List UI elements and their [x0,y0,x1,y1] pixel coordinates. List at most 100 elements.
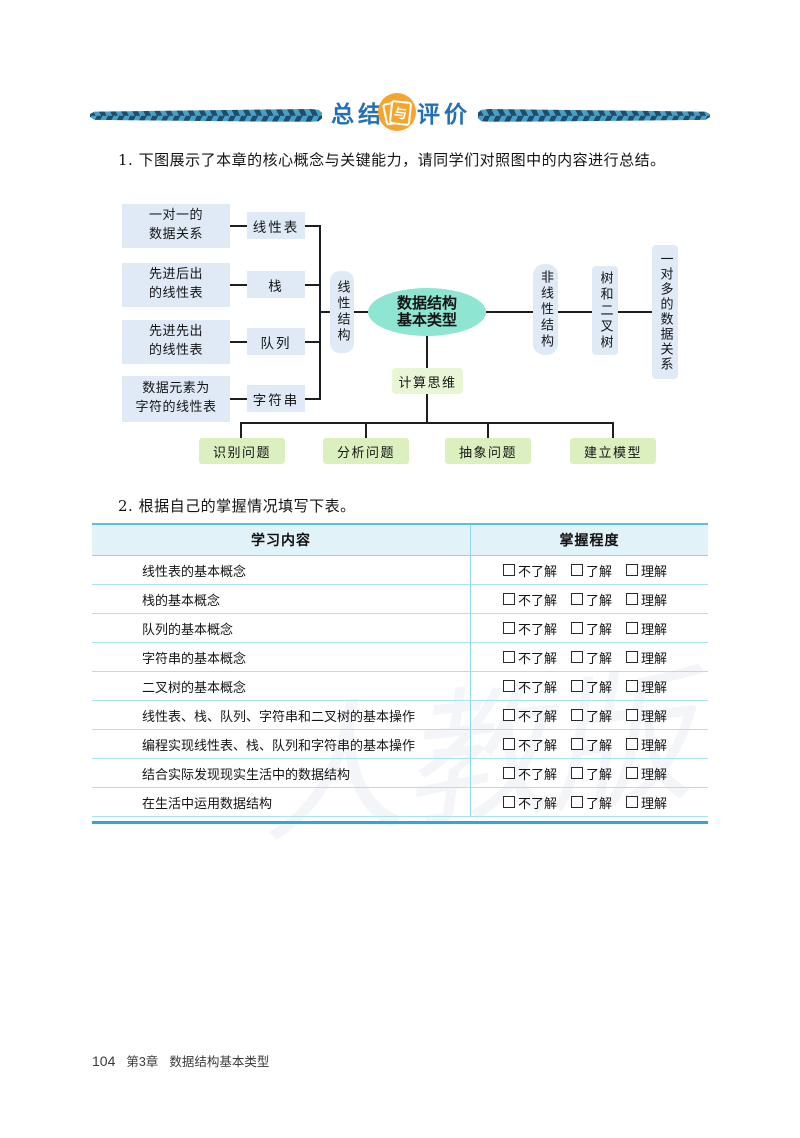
checkbox-option[interactable]: 了解 [571,590,612,609]
chapter-label: 第3章 [126,1055,159,1069]
connector-line [487,422,489,438]
page-number: 104 [92,1053,116,1069]
checkbox-option[interactable]: 了解 [571,706,612,725]
checkbox-icon[interactable] [571,680,584,692]
checkbox-icon[interactable] [571,709,584,721]
checkbox-option[interactable]: 理解 [626,619,667,638]
table-row: 线性表的基本概念 不了解 了解 理解 [92,556,708,585]
connector-line [240,422,614,424]
checkbox-option[interactable]: 理解 [626,590,667,609]
checkbox-icon[interactable] [571,564,584,576]
checkbox-option[interactable]: 了解 [571,677,612,696]
connector-line [305,284,320,286]
checkbox-icon[interactable] [571,767,584,779]
checkbox-icon[interactable] [571,738,584,750]
checkbox-icon[interactable] [626,680,639,692]
learning-content-cell: 在生活中运用数据结构 [142,796,273,812]
connector-line [305,341,320,343]
connector-line [240,422,242,438]
mastery-cell: 不了解 了解 理解 [470,672,708,700]
learning-content-cell: 编程实现线性表、栈、队列和字符串的基本操作 [142,738,416,754]
table-row: 栈的基本概念 不了解 了解 理解 [92,585,708,614]
diagram-desc-filo: 先进后出 的线性表 [122,263,230,307]
checkbox-option[interactable]: 理解 [626,648,667,667]
checkbox-icon[interactable] [626,651,639,663]
checkbox-icon[interactable] [626,767,639,779]
checkbox-icon[interactable] [571,622,584,634]
banner-ribbon-right [478,109,710,122]
mastery-cell: 不了解 了解 理解 [470,759,708,787]
checkbox-icon[interactable] [626,564,639,576]
banner-ribbon-left [90,109,322,122]
connector-line [305,225,320,227]
checkbox-option[interactable]: 不了解 [503,677,557,696]
checkbox-icon[interactable] [626,738,639,750]
table-row: 字符串的基本概念 不了解 了解 理解 [92,643,708,672]
mastery-cell: 不了解 了解 理解 [470,614,708,642]
checkbox-option[interactable]: 理解 [626,677,667,696]
node-one-to-many: 一对多的数据关系 [652,245,678,379]
checkbox-option[interactable]: 理解 [626,561,667,580]
checkbox-option[interactable]: 不了解 [503,648,557,667]
checkbox-option[interactable]: 不了解 [503,561,557,580]
connector-line [558,311,592,313]
checkbox-option[interactable]: 不了解 [503,619,557,638]
diagram-center-node: 数据结构 基本类型 [368,288,486,336]
node-stack: 栈 [247,271,305,298]
checkbox-icon[interactable] [626,622,639,634]
checkbox-option[interactable]: 不了解 [503,590,557,609]
connector-line [230,341,247,343]
checkbox-option[interactable]: 了解 [571,793,612,812]
mastery-cell: 不了解 了解 理解 [470,556,708,584]
mastery-cell: 不了解 了解 理解 [470,701,708,729]
checkbox-icon[interactable] [626,796,639,808]
learning-content-cell: 栈的基本概念 [142,593,221,609]
page-footer: 104 第3章 数据结构基本类型 [92,1051,269,1070]
checkbox-icon[interactable] [503,709,515,721]
checkbox-option[interactable]: 理解 [626,706,667,725]
checkbox-option[interactable]: 了解 [571,561,612,580]
connector-line [618,311,652,313]
checkbox-icon[interactable] [503,738,515,750]
checkbox-icon[interactable] [503,593,515,605]
checkbox-option[interactable]: 理解 [626,764,667,783]
checkbox-option[interactable]: 了解 [571,764,612,783]
connector-line [365,422,367,438]
learning-content-cell: 二叉树的基本概念 [142,680,247,696]
diagram-desc-one-to-one: 一对一的 数据关系 [122,204,230,248]
checkbox-option[interactable]: 不了解 [503,793,557,812]
connector-line [426,336,428,368]
checkbox-option[interactable]: 理解 [626,735,667,754]
table-header-row: 学习内容 掌握程度 [92,523,708,556]
banner-title-left: 总结 [331,101,385,127]
checkbox-icon[interactable] [626,593,639,605]
mastery-cell: 不了解 了解 理解 [470,730,708,758]
checkbox-icon[interactable] [503,622,515,634]
checkbox-option[interactable]: 了解 [571,619,612,638]
self-assessment-table: 学习内容 掌握程度 线性表的基本概念 不了解 了解 理解 栈的基本概念 不了解 … [92,523,708,824]
checkbox-option[interactable]: 不了解 [503,735,557,754]
checkbox-icon[interactable] [571,796,584,808]
checkbox-icon[interactable] [503,796,515,808]
header-learning-content: 学习内容 [251,532,311,548]
connector-line [305,398,320,400]
checkbox-icon[interactable] [571,651,584,663]
node-linear-list: 线性表 [247,212,305,239]
banner-title-right: 评价 [417,101,471,127]
checkbox-icon[interactable] [626,709,639,721]
checkbox-option[interactable]: 不了解 [503,764,557,783]
table-row: 编程实现线性表、栈、队列和字符串的基本操作 不了解 了解 理解 [92,730,708,759]
checkbox-option[interactable]: 了解 [571,735,612,754]
checkbox-icon[interactable] [503,564,515,576]
diagram-desc-fifo: 先进先出 的线性表 [122,320,230,364]
checkbox-icon[interactable] [503,680,515,692]
checkbox-option[interactable]: 不了解 [503,706,557,725]
checkbox-icon[interactable] [571,593,584,605]
checkbox-option[interactable]: 了解 [571,648,612,667]
node-computational-thinking: 计算思维 [392,368,463,394]
checkbox-icon[interactable] [503,767,515,779]
checkbox-option[interactable]: 理解 [626,793,667,812]
table-row: 线性表、栈、队列、字符串和二叉树的基本操作 不了解 了解 理解 [92,701,708,730]
node-build-model: 建立模型 [570,438,656,464]
checkbox-icon[interactable] [503,651,515,663]
